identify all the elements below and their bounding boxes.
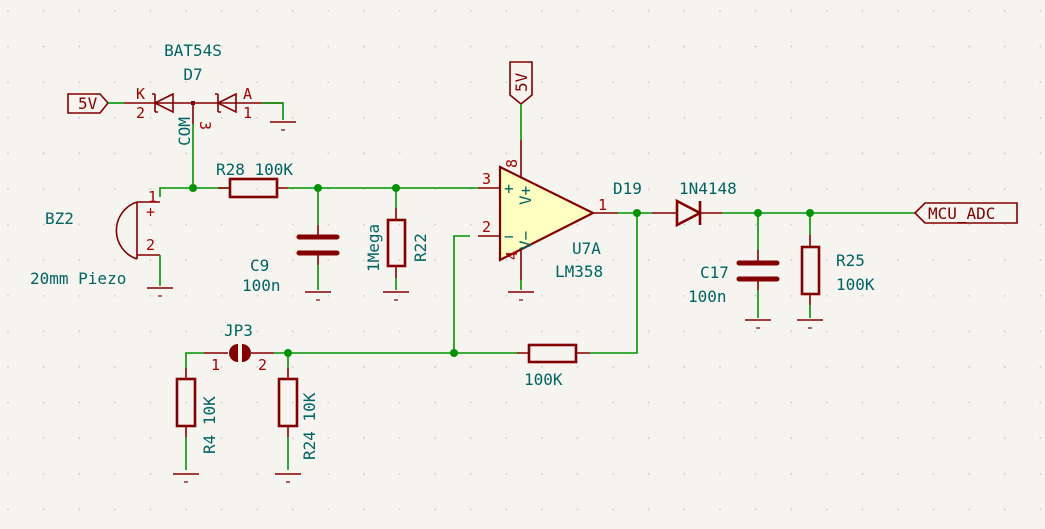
pin-number: 2 [482, 218, 491, 236]
r25-value: 100K [836, 275, 875, 294]
u7a-value: LM358 [555, 262, 603, 281]
jumper-jp3[interactable]: JP3 1 2 [204, 321, 274, 374]
r24-label: R24 10K [300, 392, 319, 460]
diode-d7[interactable]: BAT54S D7 K 2 A 1 COM 3 [124, 41, 283, 146]
wire [262, 102, 284, 120]
junction [189, 184, 197, 192]
d19-ref: D19 [613, 179, 642, 198]
r22-value: 1Mega [364, 224, 383, 272]
r4-label: R4 10K [200, 396, 219, 454]
wire [453, 235, 470, 353]
wire [590, 213, 638, 354]
wire [159, 187, 230, 197]
r28-label: R28 100K [216, 160, 293, 179]
opamp-u7a[interactable]: 3 2 1 8 4 + − V+ V− U7A LM358 [478, 140, 618, 281]
net-label-5v-opamp[interactable]: 5V [509, 61, 533, 106]
resistor-r28[interactable]: R28 100K [216, 160, 293, 199]
u7a-ref: U7A [572, 239, 601, 258]
pin-number: 3 [196, 121, 214, 130]
pin-number: 1 [243, 104, 252, 122]
resistor-r24[interactable]: R24 10K [277, 368, 319, 460]
diode-d19[interactable]: D19 1N4148 [613, 179, 737, 228]
pin-name-a: A [243, 85, 252, 103]
pin-number: 3 [482, 170, 491, 188]
inverting-mark: − [504, 227, 514, 246]
pin-name-k: K [136, 85, 145, 103]
bz2-ref: BZ2 [45, 209, 74, 228]
net-label-mcu-adc[interactable]: MCU_ADC [913, 202, 1018, 224]
resistor-r4[interactable]: R4 10K [175, 368, 219, 454]
c17-ref: C17 [700, 263, 729, 282]
net-label-text: MCU_ADC [928, 204, 995, 223]
d7-part: BAT54S [164, 41, 222, 60]
pin-number: 1 [211, 356, 220, 374]
net-label-5v-left[interactable]: 5V [67, 93, 110, 114]
r22-ref: R22 [411, 233, 430, 262]
c9-value: 100n [242, 276, 281, 295]
bz2-value: 20mm Piezo [30, 269, 126, 288]
d19-value: 1N4148 [679, 179, 737, 198]
capacitor-c17[interactable]: C17 100n [688, 250, 780, 306]
pin-number: 8 [503, 159, 521, 168]
pin-number: 2 [258, 356, 267, 374]
resistor-r22[interactable]: 1Mega R22 [364, 208, 430, 278]
buzzer-bz2[interactable]: 1 + 2 BZ2 20mm Piezo [30, 188, 160, 288]
jp3-ref: JP3 [224, 321, 253, 340]
junction [450, 349, 458, 357]
net-label-text: 5V [78, 94, 98, 113]
resistor-r25[interactable]: R25 100K [800, 235, 875, 305]
rfb-value: 100K [524, 370, 563, 389]
vplus-label: V+ [516, 186, 535, 205]
d7-ref: D7 [183, 65, 202, 84]
pin-number: 2 [136, 104, 145, 122]
r25-ref: R25 [836, 251, 865, 270]
vminus-label: V− [516, 231, 535, 250]
pin-number: 1 [598, 196, 607, 214]
plus-mark: + [146, 203, 155, 221]
capacitor-c9[interactable]: C9 100n [242, 225, 340, 295]
pin-number: 4 [503, 251, 521, 260]
pin-name-com: COM [175, 117, 194, 146]
c9-ref: C9 [250, 256, 269, 275]
noninverting-mark: + [504, 179, 514, 198]
c17-value: 100n [688, 287, 727, 306]
wire [185, 352, 204, 368]
net-label-text: 5V [512, 72, 531, 92]
pin-number: 1 [148, 188, 157, 206]
resistor-feedback[interactable]: 100K [517, 343, 590, 389]
pin-number: 2 [146, 236, 155, 254]
